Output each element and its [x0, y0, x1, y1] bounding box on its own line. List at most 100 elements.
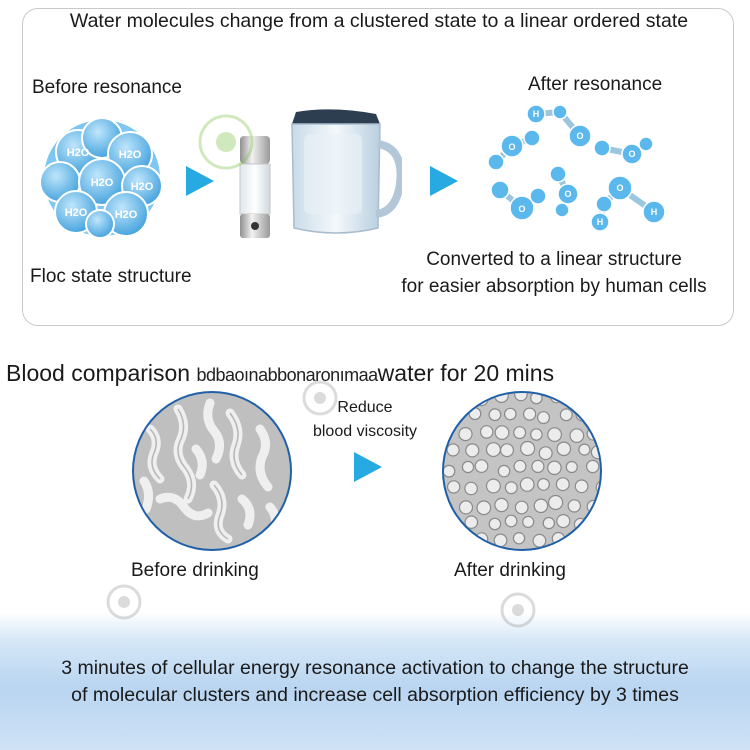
before-resonance-label: Before resonance — [32, 77, 182, 98]
blood-cell — [485, 478, 501, 494]
watermark-logo-icon — [500, 592, 536, 628]
linear-molecules-illustration: HOO OOO OHH — [487, 104, 666, 232]
svg-text:O: O — [508, 142, 515, 152]
blood-cell — [488, 408, 502, 422]
blood-cell — [513, 426, 527, 440]
blood-cell — [497, 464, 511, 478]
blood-cell — [582, 534, 598, 549]
molecule-cluster — [39, 117, 163, 239]
svg-text:H: H — [597, 217, 604, 227]
blood-cell — [458, 500, 474, 515]
blood-cell — [444, 464, 456, 478]
blood-cell — [530, 428, 543, 441]
top-panel-title: Water molecules change from a clustered … — [69, 10, 689, 32]
bottom-water-background — [0, 612, 750, 750]
blood-cell — [555, 477, 570, 492]
blood-cell — [547, 460, 562, 476]
blood-cell — [542, 516, 556, 530]
blood-cell — [474, 459, 489, 473]
watermark-logo-icon — [302, 380, 338, 416]
watermark-logo-icon — [106, 584, 142, 620]
blood-cell — [530, 393, 543, 405]
svg-text:O: O — [576, 131, 583, 141]
after-drinking-label: After drinking — [454, 560, 566, 581]
clustered-molecules-illustration: H2O H2O H2O H2O H2O H2O — [39, 117, 163, 239]
before-drinking-label: Before drinking — [131, 560, 259, 581]
molecule-label: H2O — [91, 177, 114, 189]
blood-cell — [531, 459, 545, 474]
blood-cell — [464, 481, 478, 496]
blood-before-micrograph — [132, 391, 292, 551]
blood-cell — [488, 517, 502, 531]
reduce-caption-line2: blood viscosity — [312, 423, 418, 440]
blood-cell — [538, 446, 553, 461]
heading-start: Blood comparison — [6, 360, 197, 386]
blood-cell — [522, 515, 535, 528]
blood-cell — [567, 499, 581, 513]
blood-cell — [585, 459, 600, 474]
blood-cell — [595, 516, 600, 531]
blood-cell — [446, 443, 460, 457]
heading-garbled-text: bdbaoınabbonaronımaa — [196, 365, 379, 385]
blood-cell — [556, 441, 572, 457]
blood-after-micrograph — [442, 391, 602, 551]
molecule-label: H2O — [115, 209, 138, 221]
blood-cell — [556, 514, 571, 529]
blood-comparison-heading: Blood comparison bdbaoınabbonaronımaawat… — [6, 360, 746, 387]
blood-cell — [532, 533, 547, 548]
svg-text:H: H — [651, 207, 658, 217]
blood-cell — [476, 500, 492, 516]
blood-cell — [504, 514, 518, 528]
blood-cell — [514, 393, 528, 402]
molecule-label: H2O — [119, 149, 142, 161]
blood-cell — [461, 460, 475, 474]
blood-cell — [574, 479, 589, 494]
svg-text:O: O — [628, 149, 635, 159]
blood-cell — [594, 406, 600, 420]
resonance-device-image — [239, 136, 271, 238]
right-arrow-icon — [430, 166, 458, 196]
blood-cell — [537, 477, 550, 491]
blood-cell — [566, 534, 579, 547]
svg-text:O: O — [564, 189, 571, 199]
blood-cell — [447, 407, 462, 422]
molecule-label: H2O — [131, 181, 154, 193]
bottom-caption-line1: 3 minutes of cellular energy resonance a… — [61, 657, 689, 679]
blood-cell — [457, 393, 472, 404]
svg-text:O: O — [518, 204, 525, 214]
converted-caption-line2: for easier absorption by human cells — [401, 276, 707, 297]
blood-cell — [514, 500, 529, 515]
blood-cell — [582, 393, 598, 405]
reduce-caption-line1: Reduce — [337, 399, 393, 416]
right-arrow-icon — [186, 166, 214, 196]
blood-cell — [522, 407, 537, 421]
blood-cell — [533, 498, 549, 514]
blood-cell — [458, 426, 473, 442]
blood-cell — [504, 481, 518, 495]
blood-cell — [494, 425, 510, 440]
blood-cell — [569, 428, 585, 443]
blood-cell — [504, 407, 517, 421]
molecule-label: H2O — [65, 207, 88, 219]
blood-cell — [494, 497, 509, 513]
blood-cell — [479, 425, 494, 439]
blood-cell — [485, 442, 501, 458]
heading-end: water for 20 mins — [377, 360, 555, 386]
blood-cell — [499, 443, 514, 458]
bottom-caption-line2: of molecular clusters and increase cell … — [71, 684, 679, 706]
after-resonance-label: After resonance — [528, 74, 663, 95]
blood-cell — [547, 427, 562, 442]
right-arrow-icon — [354, 452, 382, 482]
blood-cell — [536, 411, 550, 425]
blood-cell — [513, 459, 527, 473]
blood-cell — [465, 443, 480, 458]
blood-cell — [458, 536, 473, 549]
blood-cell — [559, 408, 573, 422]
blood-cell — [578, 443, 591, 456]
svg-text:O: O — [616, 183, 623, 193]
blood-cell — [519, 440, 536, 457]
water-pitcher-image — [291, 109, 402, 234]
watermark-logo-icon — [198, 114, 254, 170]
molecule-label: H2O — [67, 147, 90, 159]
blood-cell — [512, 531, 526, 545]
